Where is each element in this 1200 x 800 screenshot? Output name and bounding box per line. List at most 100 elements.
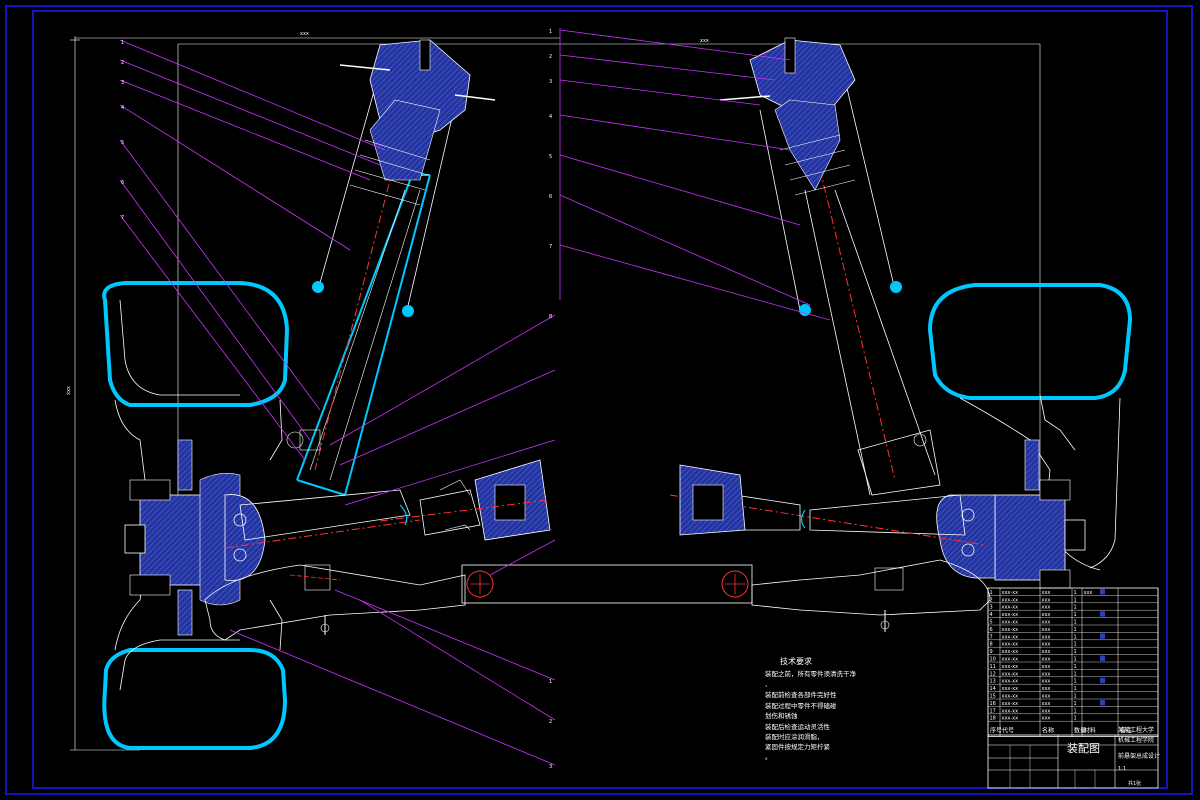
parts-header-cell: 备注 (1120, 727, 1132, 735)
part-code: xxx-xx (1002, 679, 1019, 685)
part-name: xxx (1042, 590, 1051, 596)
right-hub (936, 439, 1086, 589)
part-no: 16 (990, 701, 996, 707)
outer-frame (5, 5, 1193, 795)
part-no: 2 (990, 597, 993, 603)
dim-top-left: xxx (300, 31, 309, 37)
scale: 1:1 (1118, 766, 1126, 772)
part-qty: 1 (1074, 679, 1077, 685)
part-code: xxx-xx (1002, 694, 1019, 700)
part-qty: 1 (1074, 649, 1077, 655)
center-crossmember (461, 564, 753, 604)
part-qty: 1 (1074, 694, 1077, 700)
tech-req-line-8: 紧固件按规定力矩拧紧 (765, 742, 831, 751)
callout-left-2: 2 (121, 60, 124, 66)
part-name: xxx (1042, 686, 1051, 692)
callout-bottom-1: 1 (549, 679, 552, 685)
part-code: xxx-xx (1002, 649, 1019, 655)
callout-right-1: 1 (549, 29, 552, 35)
callout-right-2: 2 (549, 54, 552, 60)
part-name: xxx (1042, 597, 1051, 603)
parts-header-cell: 名称 (1042, 727, 1054, 735)
material-mark (1100, 633, 1105, 639)
part-qty: 1 (1074, 620, 1077, 626)
part-qty: 1 (1074, 657, 1077, 663)
part-name: xxx (1042, 679, 1051, 685)
callout-right-5: 5 (549, 154, 552, 160)
part-name: xxx (1042, 627, 1051, 633)
part-code: xxx-xx (1002, 597, 1019, 603)
material-mark (1100, 700, 1105, 706)
part-name: xxx (1042, 694, 1051, 700)
part-qty: 1 (1074, 708, 1077, 714)
tech-req-line-3: 装配前检查各部件完好性 (765, 690, 837, 699)
part-no: 10 (990, 657, 996, 663)
part-qty: 1 (1074, 671, 1077, 677)
part-code: xxx-xx (1002, 612, 1019, 618)
part-code: xxx-xx (1002, 605, 1019, 611)
part-qty: 1 (1074, 686, 1077, 692)
part-qty: 1 (1074, 716, 1077, 722)
tech-req-heading: 技术要求 (780, 656, 812, 666)
part-name: xxx (1042, 634, 1051, 640)
drawing-name: 装配图 (1067, 742, 1100, 755)
callout-left-6: 6 (121, 180, 124, 186)
callout-bottom-3: 3 (549, 764, 552, 770)
right-tire (927, 283, 1133, 571)
part-qty: 1 (1074, 642, 1077, 648)
part-no: 12 (990, 671, 996, 677)
part-name: xxx (1042, 620, 1051, 626)
parts-header-cell: 材料 (1084, 727, 1096, 735)
project-name: 前悬架总成设计 (1118, 752, 1160, 760)
part-material: xxx (1084, 590, 1093, 596)
callout-left-7: 7 (121, 215, 124, 221)
part-code: xxx-xx (1002, 590, 1019, 596)
part-no: 13 (990, 679, 996, 685)
part-no: 18 (990, 716, 996, 722)
material-mark (1100, 611, 1105, 617)
left-drive-shaft (224, 459, 551, 549)
part-no: 5 (990, 620, 993, 626)
part-code: xxx-xx (1002, 708, 1019, 714)
dimension-lines (70, 36, 1041, 751)
part-no: 14 (990, 686, 996, 692)
right-lower-arm (751, 559, 991, 632)
right-strut (719, 37, 941, 496)
left-tire (102, 281, 290, 750)
part-code: xxx-xx (1002, 634, 1019, 640)
callout-right-8: 8 (549, 314, 552, 320)
part-name: xxx (1042, 671, 1051, 677)
tech-req-line-7: 装配时应涂润滑脂， (765, 732, 824, 741)
callout-leaders (119, 28, 831, 766)
part-no: 11 (990, 664, 996, 670)
dim-left-vertical: xxx (66, 386, 72, 395)
callout-right-4: 4 (549, 114, 552, 120)
part-no: 6 (990, 627, 993, 633)
callout-left-4: 4 (121, 105, 124, 111)
left-strut (286, 39, 496, 496)
part-no: 3 (990, 605, 993, 611)
part-no: 17 (990, 708, 996, 714)
part-name: xxx (1042, 605, 1051, 611)
part-qty: 1 (1074, 664, 1077, 670)
part-qty: 1 (1074, 627, 1077, 633)
part-name: xxx (1042, 708, 1051, 714)
callout-right-6: 6 (549, 194, 552, 200)
left-lower-arm (204, 564, 466, 641)
part-no: 4 (990, 612, 993, 618)
callout-bottom-2: 2 (549, 719, 552, 725)
part-qty: 1 (1074, 701, 1077, 707)
tech-req-line-2: 、 (765, 680, 772, 688)
part-code: xxx-xx (1002, 701, 1019, 707)
callout-left-5: 5 (121, 140, 124, 146)
part-name: xxx (1042, 642, 1051, 648)
part-qty: 1 (1074, 605, 1077, 611)
part-name: xxx (1042, 716, 1051, 722)
part-code: xxx-xx (1002, 627, 1019, 633)
parts-header-cell: 数量 (1074, 727, 1086, 735)
tech-req-line-9: 。 (765, 753, 772, 761)
title-block: 装配图 某某工程大学 机械工程学院 前悬架总成设计 1:1 共1张 (987, 726, 1160, 789)
part-name: xxx (1042, 612, 1051, 618)
technical-requirements: 技术要求 装配之前，所有零件须清洗干净 、 装配前检查各部件完好性 装配过程中零… (765, 656, 857, 761)
